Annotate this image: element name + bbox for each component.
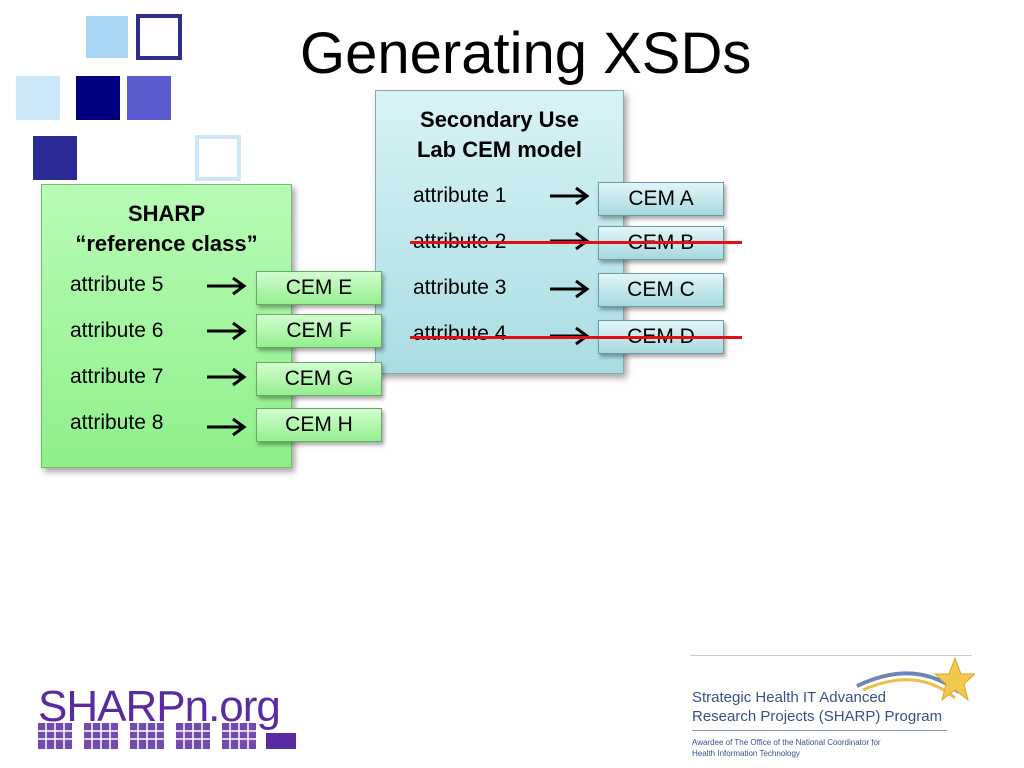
sharp-attribute-7: attribute 7: [70, 365, 164, 388]
cem-e-box: CEM E: [256, 271, 382, 305]
program-name-line2: Research Projects (SHARP) Program: [692, 708, 943, 725]
sharp-attribute-5: attribute 5: [70, 273, 164, 296]
arrow-right-icon: [550, 279, 590, 299]
cem-h-box: CEM H: [256, 408, 382, 442]
decor-square: [76, 76, 120, 120]
lab-attribute-4: attribute 4: [413, 322, 507, 345]
sharp-attribute-6: attribute 6: [70, 319, 164, 342]
arrow-right-icon: [207, 321, 247, 341]
arrow-right-icon: [207, 367, 247, 387]
sharp-model-header: SHARP “reference class”: [42, 199, 291, 259]
lab-attribute-1: attribute 1: [413, 184, 507, 207]
cem-c-box: CEM C: [598, 273, 724, 307]
program-name-line1: Strategic Health IT Advanced: [692, 689, 887, 706]
lab-model-header-line1: Secondary Use: [420, 107, 579, 132]
decor-square-outline: [195, 135, 241, 181]
decor-square: [16, 76, 60, 120]
decor-square: [127, 76, 171, 120]
program-divider: [692, 730, 947, 731]
sharp-model-header-line2: “reference class”: [75, 231, 258, 256]
footer-divider: [690, 655, 972, 656]
sharp-program-star-swoosh-icon: [856, 656, 975, 702]
strike-line-attribute-2: [410, 241, 742, 244]
lab-cem-model-box: Secondary Use Lab CEM model: [375, 90, 624, 374]
sharp-attribute-8: attribute 8: [70, 411, 164, 434]
decor-square: [33, 136, 77, 180]
decor-square-outline: [136, 14, 182, 60]
awardee-line1: Awardee of The Office of the National Co…: [692, 738, 881, 747]
arrow-right-icon: [207, 276, 247, 296]
arrow-right-icon: [550, 186, 590, 206]
slide-title: Generating XSDs: [300, 21, 752, 86]
cem-a-box: CEM A: [598, 182, 724, 216]
cem-g-box: CEM G: [256, 362, 382, 396]
decor-square: [86, 16, 128, 58]
awardee-line2: Health Information Technology: [692, 749, 800, 758]
arrow-right-icon: [207, 417, 247, 437]
sharpn-logo: SHARPn.org: [38, 682, 281, 731]
sharpn-logo-grid-icon: [38, 723, 296, 749]
lab-model-header-line2: Lab CEM model: [416, 137, 582, 162]
sharp-model-header-line1: SHARP: [127, 201, 205, 226]
lab-attribute-3: attribute 3: [413, 276, 507, 299]
strike-line-attribute-4: [410, 336, 742, 339]
cem-f-box: CEM F: [256, 314, 382, 348]
lab-model-header: Secondary Use Lab CEM model: [376, 105, 623, 165]
